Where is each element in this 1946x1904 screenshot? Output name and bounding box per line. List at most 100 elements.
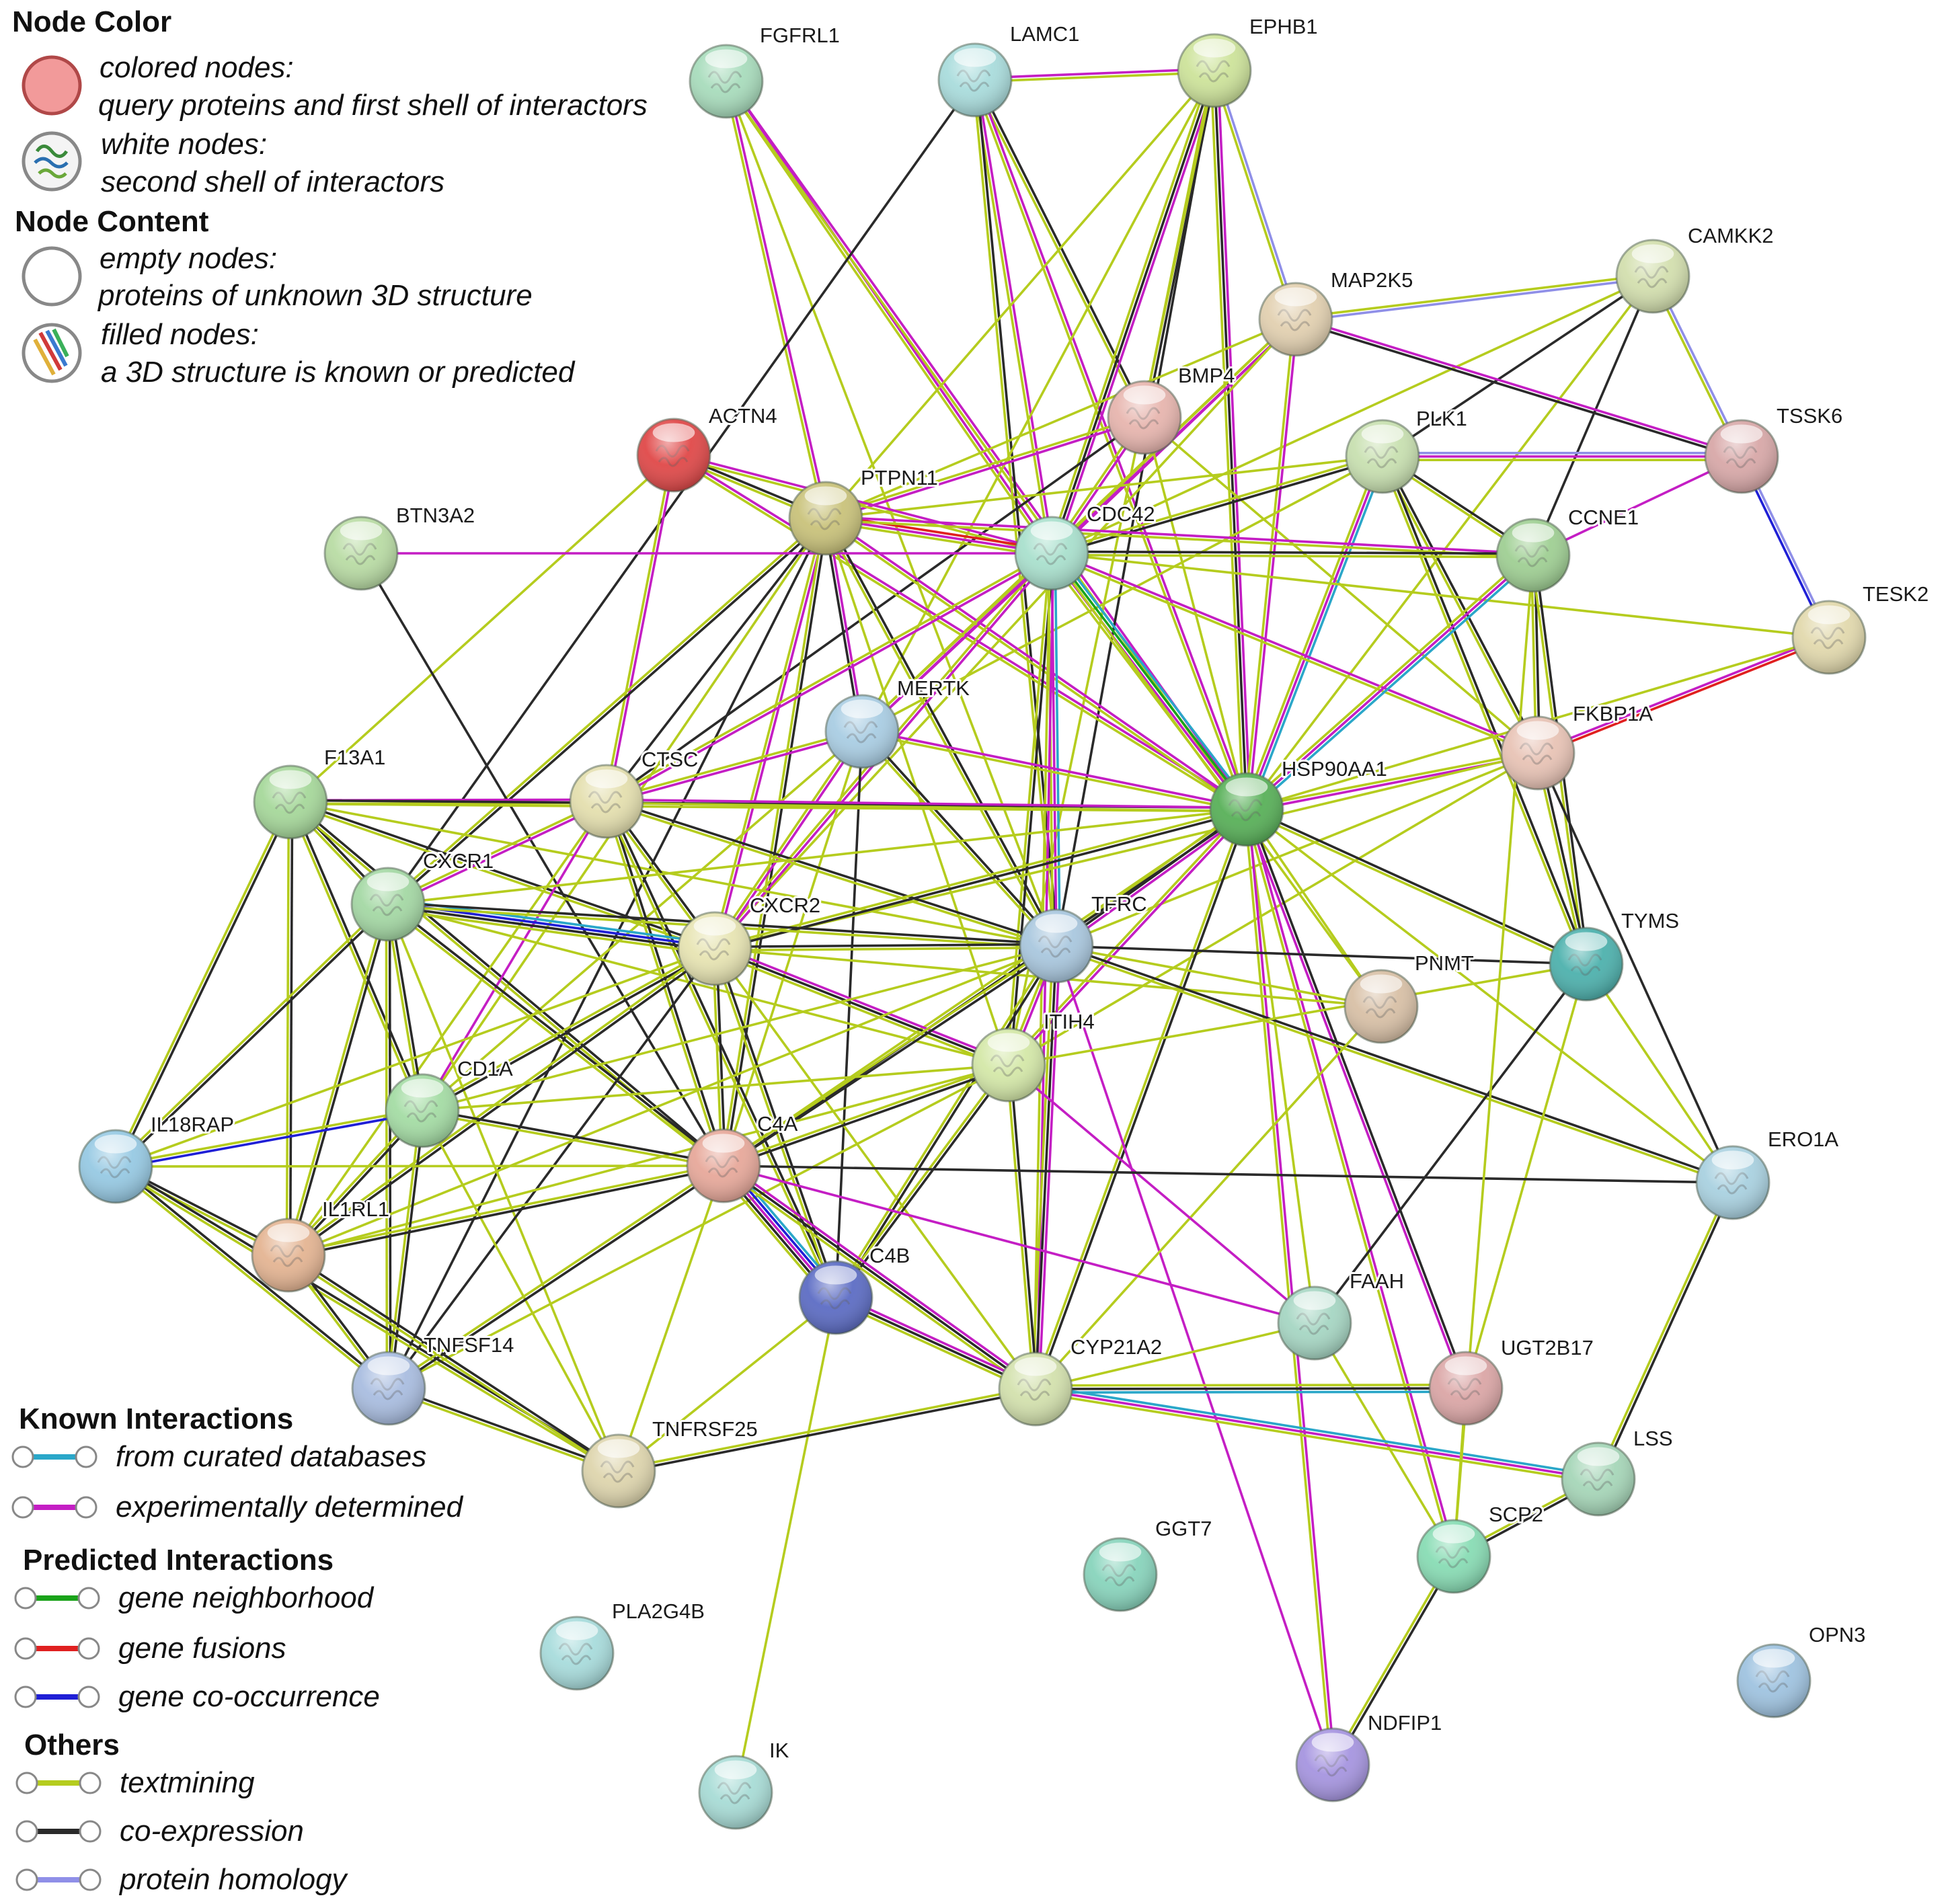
edge-line-textmining (386, 516, 826, 904)
edge-line-textmining (720, 1167, 1035, 1393)
edge-line-experimental (862, 728, 1247, 809)
node-TESK2[interactable]: TESK2 (1791, 580, 1931, 675)
node-IL18RAP[interactable]: IL18RAP (78, 1111, 236, 1204)
node-label: PTPN11 (861, 466, 938, 489)
edge-PTPN11-CXCR1 (386, 516, 828, 907)
node-C4B[interactable]: C4B (798, 1242, 912, 1335)
node-PLK1[interactable]: PLK1 (1345, 405, 1469, 494)
edge-line-textmining (1210, 71, 1245, 810)
legend-fusions-label: gene fusions (118, 1632, 286, 1665)
node-FAAH[interactable]: FAAH (1277, 1267, 1406, 1361)
node-NDFIP1[interactable]: NDFIP1 (1295, 1709, 1444, 1802)
edge-ACTN4-HSP90AA1 (672, 452, 1249, 812)
node-BMP4[interactable]: BMP4 (1107, 362, 1237, 455)
node-ACTN4[interactable]: ACTN4 (636, 402, 779, 493)
edge-line-coexpression (722, 1164, 1037, 1390)
node-label: CXCR2 (750, 894, 820, 917)
edge-EPHB1-CDC42 (1047, 69, 1219, 555)
node-LSS[interactable]: LSS (1561, 1425, 1675, 1517)
node-label: CD1A (457, 1057, 513, 1080)
edge-line-textmining (387, 1388, 619, 1474)
edge-ITIH4-IL1RL1 (288, 1064, 1009, 1257)
legend-known-interactions: Known Interactions from curated database… (11, 1402, 464, 1523)
edge-line-experimental (862, 553, 1054, 734)
node-C4A[interactable]: C4A (686, 1110, 800, 1203)
edge-line-textmining (861, 70, 1216, 732)
edge-line-coexpression (422, 949, 717, 1113)
node-IK[interactable]: IK (698, 1737, 791, 1830)
node-ITIH4[interactable]: ITIH4 (971, 1008, 1097, 1103)
edge-CAMKK2-HSP90AA1 (1245, 275, 1654, 811)
node-EPHB1[interactable]: EPHB1 (1177, 13, 1320, 108)
node-highlight (1565, 932, 1608, 951)
node-GGT7[interactable]: GGT7 (1083, 1515, 1214, 1612)
node-MAP2K5[interactable]: MAP2K5 (1258, 266, 1415, 357)
node-PLA2G4B[interactable]: PLA2G4B (539, 1597, 707, 1691)
node-PTPN11[interactable]: PTPN11 (788, 464, 940, 556)
edge-line-textmining (1211, 71, 1296, 321)
node-LAMC1[interactable]: LAMC1 (937, 20, 1081, 118)
edge-line-textmining (1243, 809, 1333, 1766)
node-CDC42[interactable]: CDC42 (1014, 500, 1157, 591)
edge-CXCR2-TNFSF14 (387, 947, 716, 1390)
edge-line-coexpression (1598, 1183, 1736, 1480)
edge-ITIH4-TNFSF14 (388, 1064, 1009, 1390)
edge-line-textmining (285, 903, 388, 1255)
node-highlight (987, 1033, 1030, 1052)
edge-CTSC-CXCR1 (387, 799, 608, 907)
node-highlight (1432, 1524, 1475, 1544)
legend-filled-line1: filled nodes: (101, 318, 259, 351)
edge-C4B-IK (734, 1297, 837, 1793)
node-PNMT[interactable]: PNMT (1344, 949, 1476, 1044)
node-TSSK6[interactable]: TSSK6 (1704, 402, 1844, 494)
edge-line-textmining (975, 71, 1215, 83)
edge-line-textmining (605, 551, 1052, 801)
edge-line-textmining (286, 946, 715, 1255)
node-highlight (366, 872, 410, 891)
edge-line-curated (1249, 457, 1387, 811)
edge-FKBP1A-CXCR2 (714, 752, 1539, 950)
node-FGFRL1[interactable]: FGFRL1 (689, 22, 842, 119)
edge-PLK1-TSSK6 (1383, 451, 1742, 462)
edge-PLK1-TYMS (1379, 455, 1590, 965)
node-OPN3[interactable]: OPN3 (1736, 1621, 1867, 1718)
node-TYMS[interactable]: TYMS (1549, 907, 1681, 1002)
legend-white-line2: second shell of interactors (101, 165, 444, 198)
node-CTSC[interactable]: CTSC (569, 746, 700, 839)
node-CYP21A2[interactable]: CYP21A2 (998, 1333, 1164, 1427)
node-TNFRSF25[interactable]: TNFRSF25 (581, 1415, 760, 1509)
edge-ITIH4-C4A (722, 1062, 1010, 1169)
edge-line-textmining (722, 807, 1247, 1166)
legend-empty-node-icon (22, 246, 82, 307)
edge-line-coexpression (1055, 70, 1216, 947)
edge-PTPN11-C4A (720, 518, 829, 1166)
edge-line-textmining (618, 1386, 1036, 1471)
edge-line-coexpression (1532, 276, 1654, 556)
node-TNFSF14[interactable]: TNFSF14 (351, 1331, 516, 1426)
node-CXCR1[interactable]: CXCR1 (350, 847, 496, 942)
edge-ITIH4-CD1A (422, 1064, 1009, 1112)
node-BTN3A2[interactable]: BTN3A2 (323, 502, 477, 591)
node-MERTK[interactable]: MERTK (824, 674, 972, 769)
edge-line-textmining (1031, 945, 1054, 1389)
legend-cooccurrence-swatch (14, 1685, 100, 1708)
node-CD1A[interactable]: CD1A (385, 1055, 515, 1148)
node-SCP2[interactable]: SCP2 (1416, 1501, 1545, 1594)
edge-line-curated (1036, 1384, 1600, 1477)
node-TFRC[interactable]: TFRC (1019, 890, 1149, 984)
node-F13A1[interactable]: F13A1 (253, 744, 387, 840)
node-HSP90AA1[interactable]: HSP90AA1 (1209, 755, 1389, 847)
node-FKBP1A[interactable]: FKBP1A (1500, 700, 1655, 791)
edge-line-textmining (723, 81, 826, 519)
edge-CXCR1-IL1RL1 (285, 903, 391, 1257)
node-IL1RL1[interactable]: IL1RL1 (251, 1195, 391, 1293)
node-UGT2B17[interactable]: UGT2B17 (1428, 1334, 1596, 1426)
edge-line-experimental (1055, 945, 1334, 1766)
edge-MERTK-CXCR2 (712, 729, 865, 951)
node-CXCR2[interactable]: CXCR2 (677, 891, 822, 986)
node-label: NDFIP1 (1368, 1711, 1442, 1735)
edge-CDC42-TESK2 (1051, 552, 1830, 639)
node-CAMKK2[interactable]: CAMKK2 (1615, 222, 1775, 314)
node-ERO1A[interactable]: ERO1A (1695, 1125, 1840, 1220)
node-CCNE1[interactable]: CCNE1 (1495, 504, 1641, 593)
